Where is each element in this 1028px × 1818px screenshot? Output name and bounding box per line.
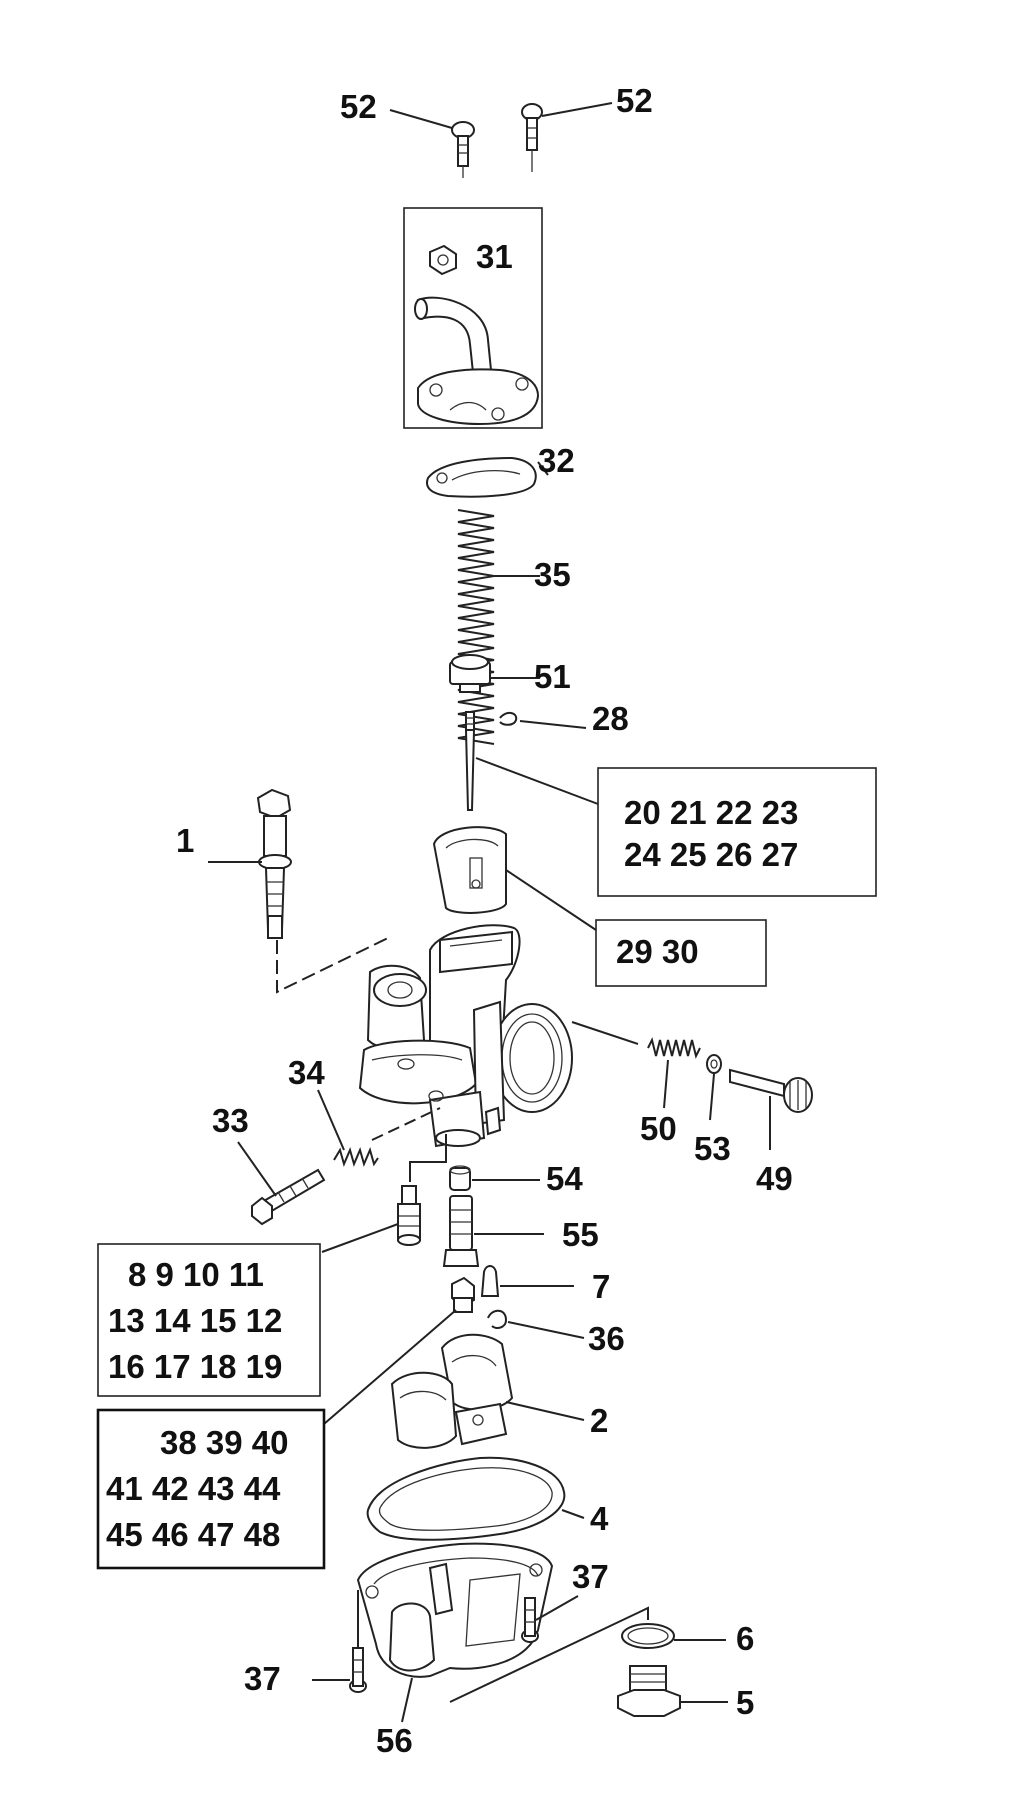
needle-jet-holder-55 bbox=[442, 1195, 480, 1267]
pilot-jet bbox=[397, 1185, 421, 1246]
spring-34 bbox=[333, 1147, 379, 1167]
label-33: 33 bbox=[212, 1102, 249, 1139]
label-56: 56 bbox=[376, 1722, 413, 1759]
label-50: 50 bbox=[640, 1110, 677, 1147]
spring-35 bbox=[457, 509, 495, 745]
float-bowl-56 bbox=[356, 1542, 554, 1678]
holder-51 bbox=[449, 654, 491, 693]
screw-37-left bbox=[349, 1647, 367, 1693]
label-31: 31 bbox=[476, 238, 513, 275]
label-32: 32 bbox=[538, 442, 575, 479]
label-54: 54 bbox=[546, 1160, 583, 1197]
label-52-left: 52 bbox=[340, 88, 377, 125]
label-2: 2 bbox=[590, 1402, 608, 1439]
screw-33 bbox=[251, 1168, 326, 1226]
label-37-left: 37 bbox=[244, 1660, 281, 1697]
needle-set-row-1: 20 21 22 23 bbox=[624, 794, 798, 831]
main-jet-set-box bbox=[96, 1408, 326, 1570]
label-28: 28 bbox=[592, 700, 629, 737]
cap-nut bbox=[429, 244, 457, 276]
main-jet bbox=[451, 1276, 475, 1313]
needle-set-row-2: 24 25 26 27 bbox=[624, 836, 798, 873]
drain-plug-5 bbox=[617, 1665, 681, 1717]
main-jet-set-row-1: 38 39 40 bbox=[160, 1424, 288, 1461]
clip-36 bbox=[487, 1309, 508, 1329]
label-37-right: 37 bbox=[572, 1558, 609, 1595]
main-jet-set-row-2: 41 42 43 44 bbox=[106, 1470, 281, 1507]
float-2 bbox=[390, 1333, 514, 1449]
label-1: 1 bbox=[176, 822, 194, 859]
float-bowl-gasket-4 bbox=[366, 1456, 566, 1541]
label-51: 51 bbox=[534, 658, 571, 695]
o-ring-6 bbox=[621, 1623, 675, 1649]
jet-needle bbox=[464, 711, 476, 811]
label-4: 4 bbox=[590, 1500, 609, 1537]
screw-52-left bbox=[451, 121, 475, 178]
gasket-32 bbox=[426, 456, 537, 498]
throttle-slide bbox=[432, 826, 507, 914]
label-52-right: 52 bbox=[616, 82, 653, 119]
pilot-set-row-2: 13 14 15 12 bbox=[108, 1302, 282, 1339]
pilot-set-box bbox=[97, 1243, 321, 1397]
main-jet-set-row-3: 45 46 47 48 bbox=[106, 1516, 280, 1553]
screw-1 bbox=[256, 788, 292, 939]
label-7: 7 bbox=[592, 1268, 610, 1305]
label-36: 36 bbox=[588, 1320, 625, 1357]
label-55: 55 bbox=[562, 1216, 599, 1253]
label-34: 34 bbox=[288, 1054, 325, 1091]
float-valve-7 bbox=[480, 1265, 500, 1297]
slide-set-box bbox=[595, 919, 767, 987]
screw-52-right bbox=[521, 103, 543, 172]
spring-50 bbox=[647, 1037, 701, 1059]
screw-49 bbox=[729, 1068, 813, 1113]
slide-set-row-1: 29 30 bbox=[616, 933, 699, 970]
cap-plate bbox=[417, 368, 540, 426]
washer-53 bbox=[706, 1054, 722, 1074]
label-35: 35 bbox=[534, 556, 571, 593]
label-5: 5 bbox=[736, 1684, 754, 1721]
needle-jet-54 bbox=[449, 1165, 471, 1191]
pilot-set-row-3: 16 17 18 19 bbox=[108, 1348, 282, 1385]
label-53: 53 bbox=[694, 1130, 731, 1167]
clip-28 bbox=[499, 712, 518, 726]
needle-set-box bbox=[597, 767, 877, 897]
pilot-set-row-1: 8 9 10 11 bbox=[128, 1256, 264, 1293]
label-6: 6 bbox=[736, 1620, 754, 1657]
screw-37-right bbox=[521, 1597, 539, 1643]
label-49: 49 bbox=[756, 1160, 793, 1197]
carburetor-body bbox=[358, 924, 573, 1148]
